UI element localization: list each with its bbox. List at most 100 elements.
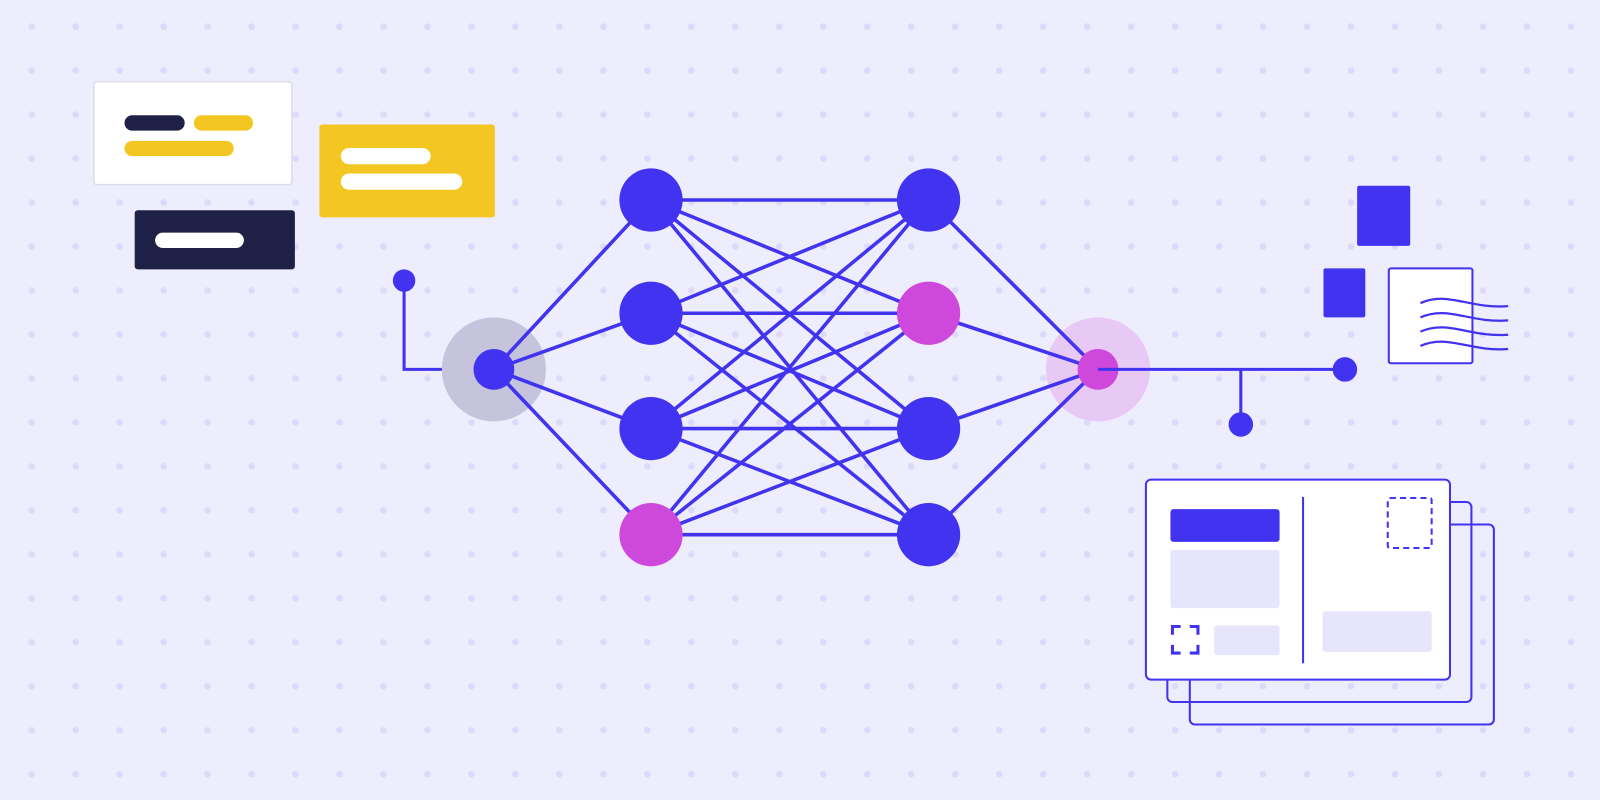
grid-dot <box>160 638 167 646</box>
grid-dot <box>1435 770 1443 778</box>
grid-dot <box>644 770 651 778</box>
grid-dot <box>995 419 1003 426</box>
grid-dot <box>1567 155 1575 162</box>
grid-dot <box>1259 287 1267 294</box>
hidden-node <box>619 503 683 567</box>
grid-dot <box>204 726 211 734</box>
grid-dot <box>160 726 167 734</box>
grid-dot <box>732 770 739 778</box>
grid-dot <box>600 155 607 162</box>
grid-dot <box>1567 111 1575 118</box>
connector-node <box>1228 412 1254 437</box>
grid-dot <box>116 463 123 470</box>
grid-dot <box>1523 331 1531 338</box>
grid-dot <box>1171 682 1179 690</box>
grid-dot <box>116 682 123 690</box>
grid-dot <box>292 595 299 602</box>
grid-dot <box>204 67 211 74</box>
grid-dot <box>1127 595 1135 602</box>
grid-dot <box>1303 23 1311 30</box>
grid-dot <box>1391 770 1399 778</box>
grid-dot <box>160 199 167 206</box>
grid-dot <box>1567 331 1575 338</box>
grid-dot <box>292 67 299 74</box>
grid-dot <box>28 331 35 338</box>
grid-dot <box>1303 375 1311 382</box>
grid-dot <box>204 638 211 646</box>
grid-dot <box>204 682 211 690</box>
grid-dot <box>1303 199 1311 206</box>
grid-dot <box>116 199 123 206</box>
grid-dot <box>424 67 431 74</box>
grid-dot <box>1567 682 1575 690</box>
grid-dot <box>1127 155 1135 162</box>
grid-dot <box>1479 463 1487 470</box>
grid-dot <box>688 419 695 426</box>
grid-dot <box>1303 243 1311 250</box>
grid-dot <box>600 507 607 514</box>
grid-dot <box>1435 419 1443 426</box>
grid-dot <box>732 331 739 338</box>
grid-dot <box>1259 682 1267 690</box>
grid-dot <box>1347 23 1355 30</box>
grid-dot <box>863 551 871 558</box>
grid-dot <box>292 155 299 162</box>
grid-dot <box>336 463 343 470</box>
yellow-card <box>319 124 495 218</box>
stamp-placeholder <box>1386 496 1433 549</box>
grid-dot <box>1435 155 1443 162</box>
grid-dot <box>160 551 167 558</box>
grid-dot <box>776 111 783 118</box>
grid-dot <box>116 23 123 30</box>
grid-dot <box>1259 375 1267 382</box>
grid-dot <box>1171 463 1179 470</box>
grid-dot <box>1479 638 1487 646</box>
grid-dot <box>1215 111 1223 118</box>
grid-dot <box>336 595 343 602</box>
grid-dot <box>1523 199 1531 206</box>
text-line-placeholder <box>340 173 463 190</box>
grid-dot <box>1435 67 1443 74</box>
network-edge <box>927 198 1100 371</box>
grid-dot <box>468 770 475 778</box>
grid-dot <box>1127 726 1135 734</box>
grid-dot <box>292 770 299 778</box>
grid-dot <box>28 287 35 294</box>
network-edge <box>650 426 930 537</box>
grid-dot <box>424 375 431 382</box>
grid-dot <box>1523 682 1531 690</box>
grid-dot <box>1215 331 1223 338</box>
output-connector <box>1097 357 1358 437</box>
grid-dot <box>160 507 167 514</box>
grid-dot <box>292 331 299 338</box>
grid-dot <box>28 551 35 558</box>
grid-dot <box>863 770 871 778</box>
grid-dot <box>1039 331 1047 338</box>
grid-dot <box>951 638 959 646</box>
grid-dot <box>512 419 519 426</box>
grid-dot <box>1435 726 1443 734</box>
text-line-placeholder <box>155 232 244 248</box>
grid-dot <box>1479 67 1487 74</box>
grid-dot <box>1259 331 1267 338</box>
grid-dot <box>1171 287 1179 294</box>
grid-dot <box>468 111 475 118</box>
grid-dot <box>776 770 783 778</box>
grid-dot <box>1127 23 1135 30</box>
grid-dot <box>512 551 519 558</box>
grid-dot <box>644 155 651 162</box>
grid-dot <box>1171 23 1179 30</box>
grid-dot <box>732 638 739 646</box>
grid-dot <box>468 682 475 690</box>
grid-dot <box>1215 375 1223 382</box>
grid-dot <box>995 199 1003 206</box>
grid-dot <box>1523 638 1531 646</box>
grid-dot <box>248 375 255 382</box>
grid-dot <box>907 23 915 30</box>
hidden-node <box>619 396 683 461</box>
grid-dot <box>1171 111 1179 118</box>
grid-dot <box>1479 243 1487 250</box>
grid-dot <box>1567 551 1575 558</box>
grid-dot <box>995 111 1003 118</box>
grid-dot <box>204 23 211 30</box>
